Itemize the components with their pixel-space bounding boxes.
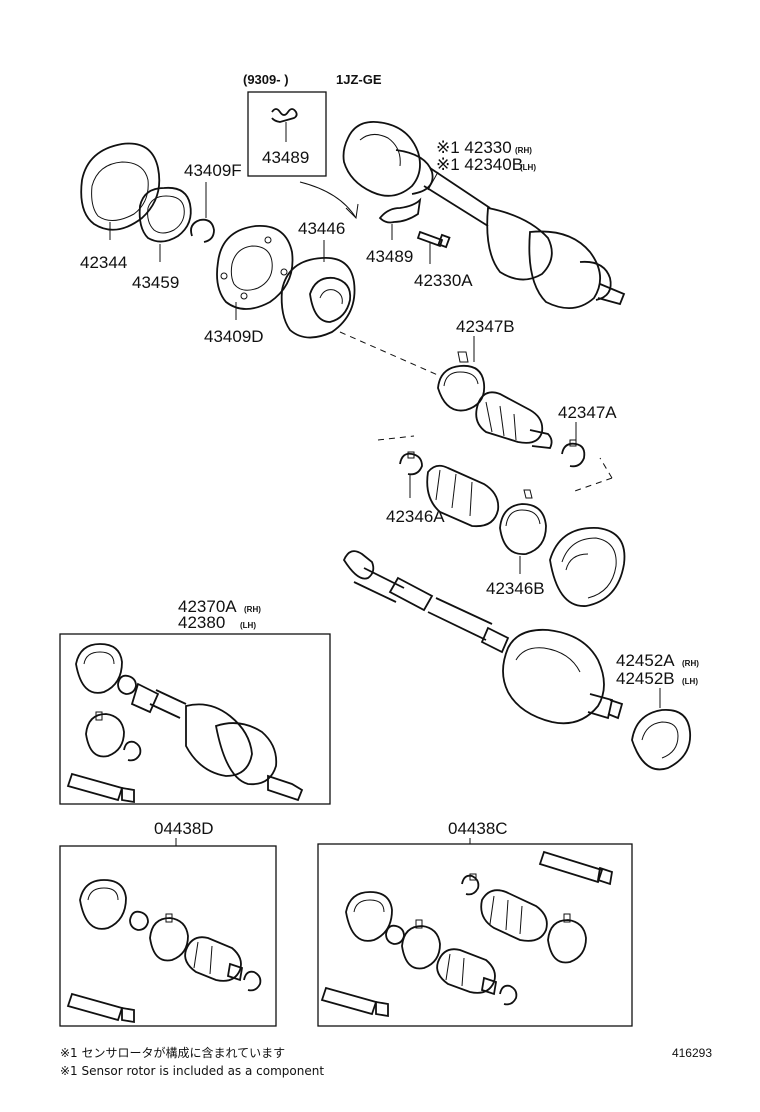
label-43489: 43489 (366, 247, 413, 266)
figure-number: 416293 (671, 1046, 712, 1060)
bolt-42330a[interactable] (416, 230, 451, 249)
footnote-en: ※1 Sensor rotor is included as a compone… (60, 1064, 325, 1078)
arrow-line (299, 181, 357, 219)
kit-box-42370a (59, 633, 331, 805)
snap-ring-43409f[interactable] (190, 218, 215, 243)
dust-cover-42344[interactable] (80, 142, 161, 231)
footnote-jp: ※1 センサロータが構成に含まれています (60, 1046, 286, 1060)
label-42347a: 42347A (558, 403, 617, 422)
bracket-dashed (377, 435, 613, 493)
engine-label: 1JZ-GE (336, 72, 382, 87)
clip-43489-top[interactable] (271, 108, 298, 123)
clip-43489[interactable] (378, 197, 422, 224)
drive-shaft-main[interactable] (342, 550, 624, 725)
boot-upper[interactable] (475, 391, 553, 449)
kit-42370a-parts[interactable] (66, 643, 304, 804)
date-range-label: (9309- ) (243, 72, 289, 87)
kit-box-04438d (59, 845, 277, 1027)
label-42370a: 42370A (178, 597, 237, 616)
label-42452b-lh: (LH) (682, 677, 698, 686)
guide-line (339, 331, 441, 377)
label-42330a: 42330A (414, 271, 473, 290)
label-42380: 42380 (178, 613, 225, 632)
clamp-42346a[interactable] (399, 451, 423, 476)
clamp-band-42347b[interactable] (437, 351, 486, 412)
label-42452a: 42452A (616, 651, 675, 670)
label-43446: 43446 (298, 219, 345, 238)
label-42330: ※1 42330 (436, 138, 512, 157)
label-42452b: 42452B (616, 669, 675, 688)
label-42330-rh: (RH) (515, 146, 532, 155)
kit-04438d-parts[interactable] (66, 879, 262, 1024)
label-42340B: ※1 42340B (436, 155, 523, 174)
outboard-joint-assembly[interactable] (342, 120, 626, 309)
label-43409d: 43409D (204, 327, 264, 346)
clip-inset-box (247, 91, 327, 177)
outer-boot-ring[interactable] (549, 527, 626, 607)
flange-43409d[interactable] (216, 225, 294, 310)
housing-43446[interactable] (280, 257, 356, 339)
label-42346b: 42346B (486, 579, 545, 598)
kit-04438c-parts[interactable] (320, 850, 614, 1018)
label-04438d: 04438D (154, 819, 214, 838)
label-42370a-rh: (RH) (244, 605, 261, 614)
gasket-43459[interactable] (138, 186, 192, 243)
label-43409f: 43409F (184, 161, 242, 180)
label-43489-top: 43489 (262, 148, 309, 167)
label-42380-lh: (LH) (240, 621, 256, 630)
oil-seal-42452[interactable] (631, 709, 691, 771)
clamp-band-42346b[interactable] (499, 489, 547, 555)
label-42340B-lh: (LH) (520, 163, 536, 172)
label-42347b: 42347B (456, 317, 515, 336)
label-42452a-rh: (RH) (682, 659, 699, 668)
kit-box-04438c (317, 843, 633, 1027)
label-42346a: 42346A (386, 507, 445, 526)
label-04438c: 04438C (448, 819, 508, 838)
label-43459: 43459 (132, 273, 179, 292)
clamp-42347a[interactable] (561, 439, 586, 468)
arrow-head-icon (345, 203, 359, 220)
boot-lower[interactable] (426, 464, 500, 528)
label-42344: 42344 (80, 253, 127, 272)
